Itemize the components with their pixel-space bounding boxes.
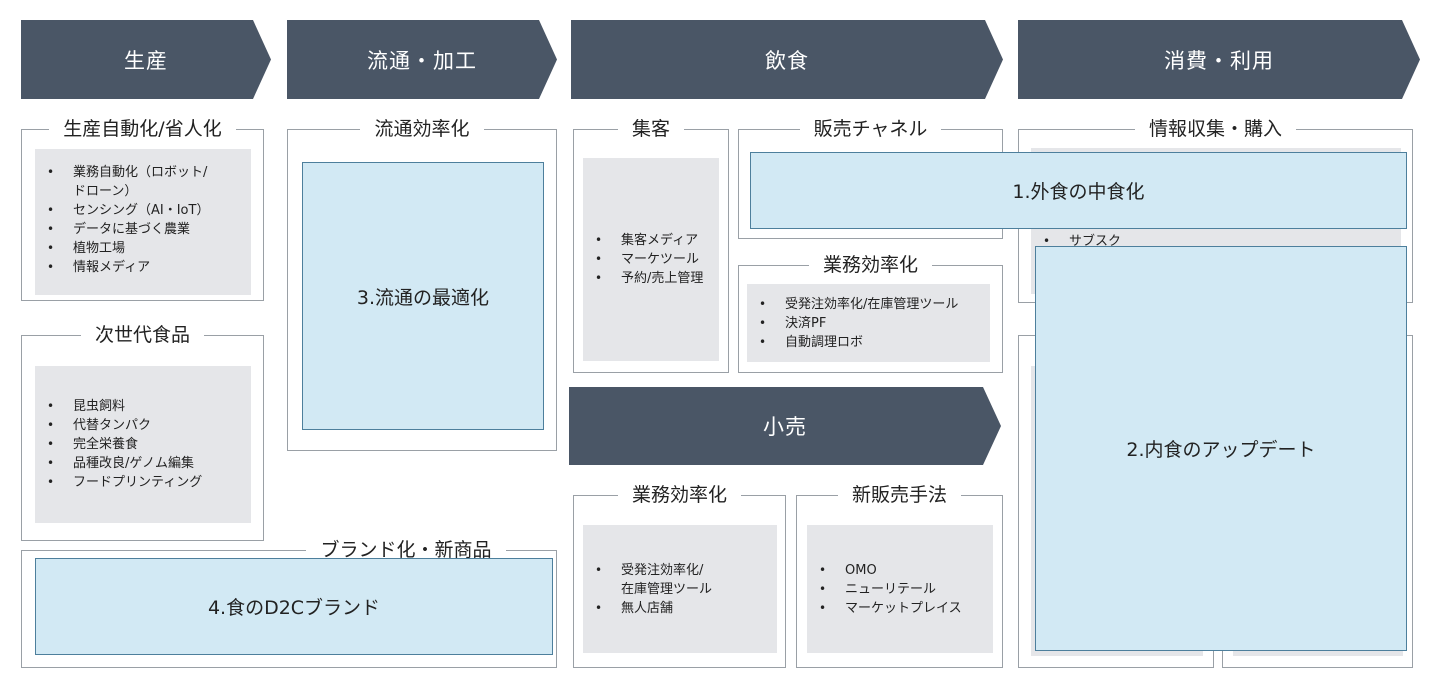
stage-label-distribution: 流通・加工 bbox=[367, 48, 477, 73]
stage-label-retail: 小売 bbox=[763, 415, 807, 439]
theme-label-3: 3.流通の最適化 bbox=[356, 286, 490, 309]
stage-arrow-distribution: 流通・加工 bbox=[287, 20, 557, 99]
list-item: 情報メディア bbox=[47, 258, 251, 277]
list-item: フードプリンティング bbox=[47, 473, 251, 492]
box-production-automation: 生産自動化/省人化 業務自動化（ロボット/ ドローン） センシング（AI・IoT… bbox=[21, 118, 264, 301]
list-item: 予約/売上管理 bbox=[595, 269, 719, 288]
theme-1-eating-out-to-takeout: 1.外食の中食化 bbox=[750, 152, 1407, 229]
list-item: 決済PF bbox=[759, 314, 990, 333]
box-title-food-business-efficiency: 業務効率化 bbox=[808, 254, 932, 276]
list-item: 受発注効率化/ bbox=[595, 561, 777, 580]
box-title-sales-channel: 販売チャネル bbox=[799, 118, 942, 140]
list-item: 無人店舗 bbox=[595, 599, 777, 618]
stage-arrow-retail: 小売 bbox=[569, 387, 1001, 465]
list-item: 昆虫飼料 bbox=[47, 397, 251, 416]
list-item: マーケットプレイス bbox=[819, 599, 993, 618]
list-new-sales-method: OMO ニューリテール マーケットプレイス bbox=[807, 561, 993, 618]
theme-label-1: 1.外食の中食化 bbox=[1012, 181, 1145, 203]
list-item: 受発注効率化/在庫管理ツール bbox=[759, 295, 990, 314]
stage-label-food-service: 飲食 bbox=[765, 48, 809, 73]
theme-label-2: 2.内食のアップデート bbox=[1126, 439, 1316, 461]
list-item: マーケツール bbox=[595, 250, 719, 269]
inner-food-business-efficiency: 受発注効率化/在庫管理ツール 決済PF 自動調理ロボ bbox=[747, 284, 990, 362]
list-food-business-efficiency: 受発注効率化/在庫管理ツール 決済PF 自動調理ロボ bbox=[747, 295, 990, 352]
box-title-next-gen-food: 次世代食品 bbox=[80, 324, 204, 346]
theme-2-home-cooking-update: 2.内食のアップデート bbox=[1035, 246, 1407, 651]
stage-label-consumption: 消費・利用 bbox=[1164, 48, 1274, 73]
box-next-gen-food: 次世代食品 昆虫飼料 代替タンパク 完全栄養食 品種改良/ゲノム編集 フードプリ… bbox=[21, 324, 264, 541]
inner-retail-business-efficiency: 受発注効率化/ 在庫管理ツール 無人店舗 bbox=[583, 525, 777, 653]
box-retail-business-efficiency: 業務効率化 受発注効率化/ 在庫管理ツール 無人店舗 bbox=[573, 484, 786, 668]
list-item: 品種改良/ゲノム編集 bbox=[47, 454, 251, 473]
list-customer-acquisition: 集客メディア マーケツール 予約/売上管理 bbox=[583, 231, 719, 288]
stage-label-production: 生産 bbox=[124, 48, 168, 73]
list-production-automation: 業務自動化（ロボット/ ドローン） センシング（AI・IoT） データに基づく農… bbox=[35, 163, 251, 277]
list-item: 植物工場 bbox=[47, 239, 251, 258]
theme-3-distribution-optimization: 3.流通の最適化 bbox=[302, 162, 544, 430]
stage-arrow-production: 生産 bbox=[21, 20, 271, 99]
box-new-sales-method: 新販売手法 OMO ニューリテール マーケットプレイス bbox=[796, 484, 1003, 668]
box-title-retail-business-efficiency: 業務効率化 bbox=[617, 484, 741, 506]
list-item: サブスク bbox=[1043, 232, 1401, 251]
inner-customer-acquisition: 集客メディア マーケツール 予約/売上管理 bbox=[583, 158, 719, 361]
stage-arrow-food-service: 飲食 bbox=[571, 20, 1003, 99]
box-title-info-purchase: 情報収集・購入 bbox=[1134, 118, 1296, 140]
list-item-continuation: 在庫管理ツール bbox=[621, 581, 713, 597]
box-food-business-efficiency: 業務効率化 受発注効率化/在庫管理ツール 決済PF 自動調理ロボ bbox=[738, 254, 1003, 373]
box-title-brand-new-product: ブランド化・新商品 bbox=[306, 539, 506, 561]
theme-4-food-d2c-brand: 4.食のD2Cブランド bbox=[35, 558, 553, 655]
list-item: 代替タンパク bbox=[47, 416, 251, 435]
inner-production-automation: 業務自動化（ロボット/ ドローン） センシング（AI・IoT） データに基づく農… bbox=[35, 149, 251, 295]
list-info-purchase: サブスク bbox=[1031, 148, 1401, 251]
list-item: 自動調理ロボ bbox=[759, 333, 990, 352]
box-title-distribution-efficiency: 流通効率化 bbox=[360, 118, 484, 140]
list-item: 完全栄養食 bbox=[47, 435, 251, 454]
list-item-continuation: ドローン） bbox=[73, 184, 138, 199]
box-customer-acquisition: 集客 集客メディア マーケツール 予約/売上管理 bbox=[573, 118, 729, 373]
list-item: OMO bbox=[819, 561, 993, 580]
list-next-gen-food: 昆虫飼料 代替タンパク 完全栄養食 品種改良/ゲノム編集 フードプリンティング bbox=[35, 397, 251, 492]
list-item: ニューリテール bbox=[819, 580, 993, 599]
box-title-new-sales-method: 新販売手法 bbox=[837, 484, 961, 506]
theme-label-4: 4.食のD2Cブランド bbox=[207, 597, 381, 619]
box-title-production-automation: 生産自動化/省人化 bbox=[49, 118, 236, 140]
inner-next-gen-food: 昆虫飼料 代替タンパク 完全栄養食 品種改良/ゲノム編集 フードプリンティング bbox=[35, 366, 251, 523]
box-title-customer-acquisition: 集客 bbox=[617, 118, 684, 140]
list-retail-business-efficiency: 受発注効率化/ 在庫管理ツール 無人店舗 bbox=[583, 561, 777, 618]
list-item: 集客メディア bbox=[595, 231, 719, 250]
list-item: データに基づく農業 bbox=[47, 220, 251, 239]
list-item: 業務自動化（ロボット/ bbox=[47, 163, 251, 182]
stage-arrow-consumption: 消費・利用 bbox=[1018, 20, 1420, 99]
inner-new-sales-method: OMO ニューリテール マーケットプレイス bbox=[807, 525, 993, 653]
list-item: センシング（AI・IoT） bbox=[47, 201, 251, 220]
